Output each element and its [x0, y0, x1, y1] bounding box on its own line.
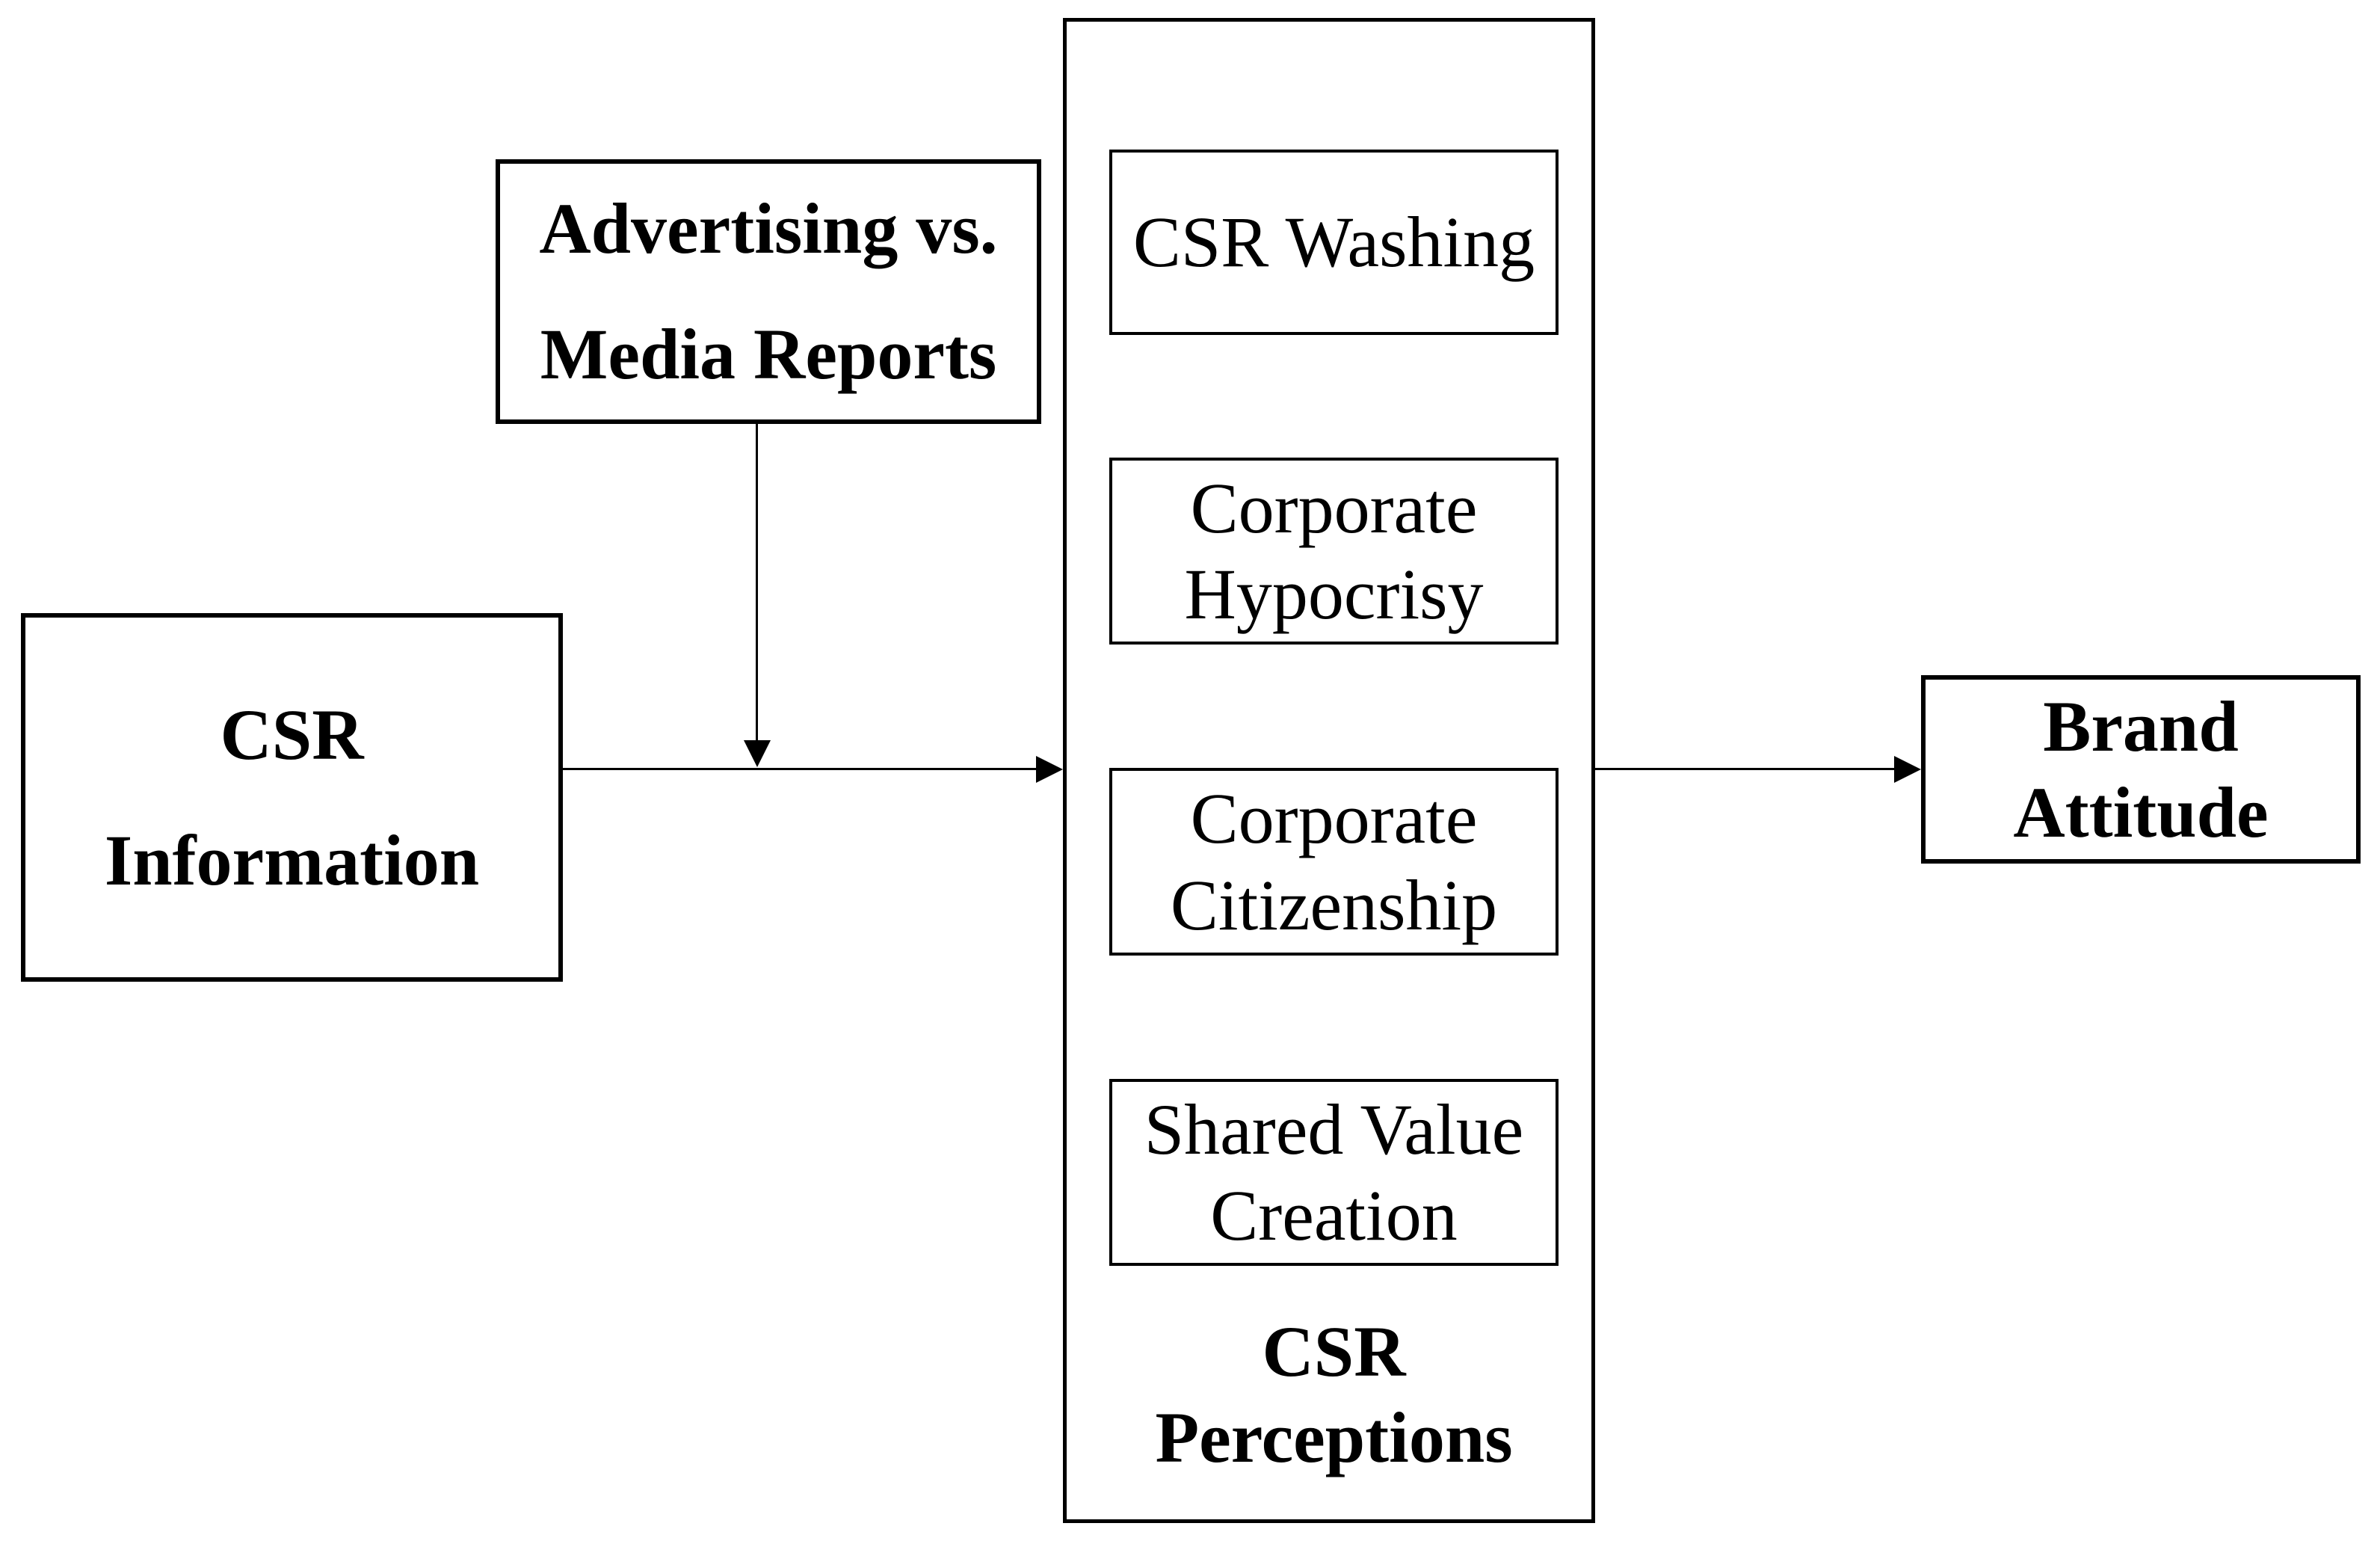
group-csr-perceptions-caption: CSR Perceptions — [1109, 1271, 1559, 1518]
label-line: CSR — [1262, 1311, 1406, 1391]
label-line: Brand — [2043, 686, 2239, 766]
node-advertising-label: Advertising vs. Media Reports — [539, 166, 997, 417]
label-line: Corporate — [1190, 467, 1478, 548]
label-line: Hypocrisy — [1184, 554, 1484, 634]
arrow-perceptions-to-brand-attitude-head-icon — [1894, 756, 1921, 783]
arrow-perceptions-to-brand-attitude-line — [1595, 768, 1896, 770]
node-corporate-citizenship: Corporate Citizenship — [1109, 768, 1559, 956]
label-line: Perceptions — [1155, 1397, 1513, 1477]
node-csr-washing: CSR Washing — [1109, 150, 1559, 335]
label-line: Citizenship — [1170, 864, 1498, 945]
label-line: Information — [104, 819, 480, 900]
label-line: Attitude — [2013, 772, 2269, 852]
node-csr-information-label: CSR Information — [105, 672, 479, 923]
node-advertising-vs-media-reports: Advertising vs. Media Reports — [496, 159, 1041, 424]
arrow-advertising-moderator-head-icon — [744, 740, 771, 767]
node-brand-attitude: Brand Attitude — [1921, 675, 2361, 864]
label-line: Creation — [1210, 1175, 1458, 1255]
node-corporate-citizenship-label: Corporate Citizenship — [1171, 775, 1497, 947]
label-line: Shared Value — [1144, 1089, 1524, 1169]
node-brand-attitude-label: Brand Attitude — [2013, 683, 2268, 855]
arrow-csr-information-to-perceptions-head-icon — [1036, 756, 1063, 783]
node-corporate-hypocrisy-label: Corporate Hypocrisy — [1185, 465, 1484, 637]
node-shared-value-creation-label: Shared Value Creation — [1144, 1086, 1523, 1258]
node-shared-value-creation: Shared Value Creation — [1109, 1079, 1559, 1266]
node-csr-information: CSR Information — [21, 613, 563, 982]
arrow-advertising-moderator-line — [756, 424, 758, 741]
label-line: Media Reports — [540, 314, 997, 394]
label-line: Advertising vs. — [539, 188, 998, 268]
node-corporate-hypocrisy: Corporate Hypocrisy — [1109, 458, 1559, 645]
arrow-csr-information-to-perceptions-line — [563, 768, 1039, 770]
csr-perceptions-label: CSR Perceptions — [1155, 1308, 1512, 1480]
label-line: Corporate — [1190, 778, 1478, 859]
node-csr-washing-label: CSR Washing — [1132, 202, 1535, 283]
label-line: CSR — [220, 694, 364, 775]
